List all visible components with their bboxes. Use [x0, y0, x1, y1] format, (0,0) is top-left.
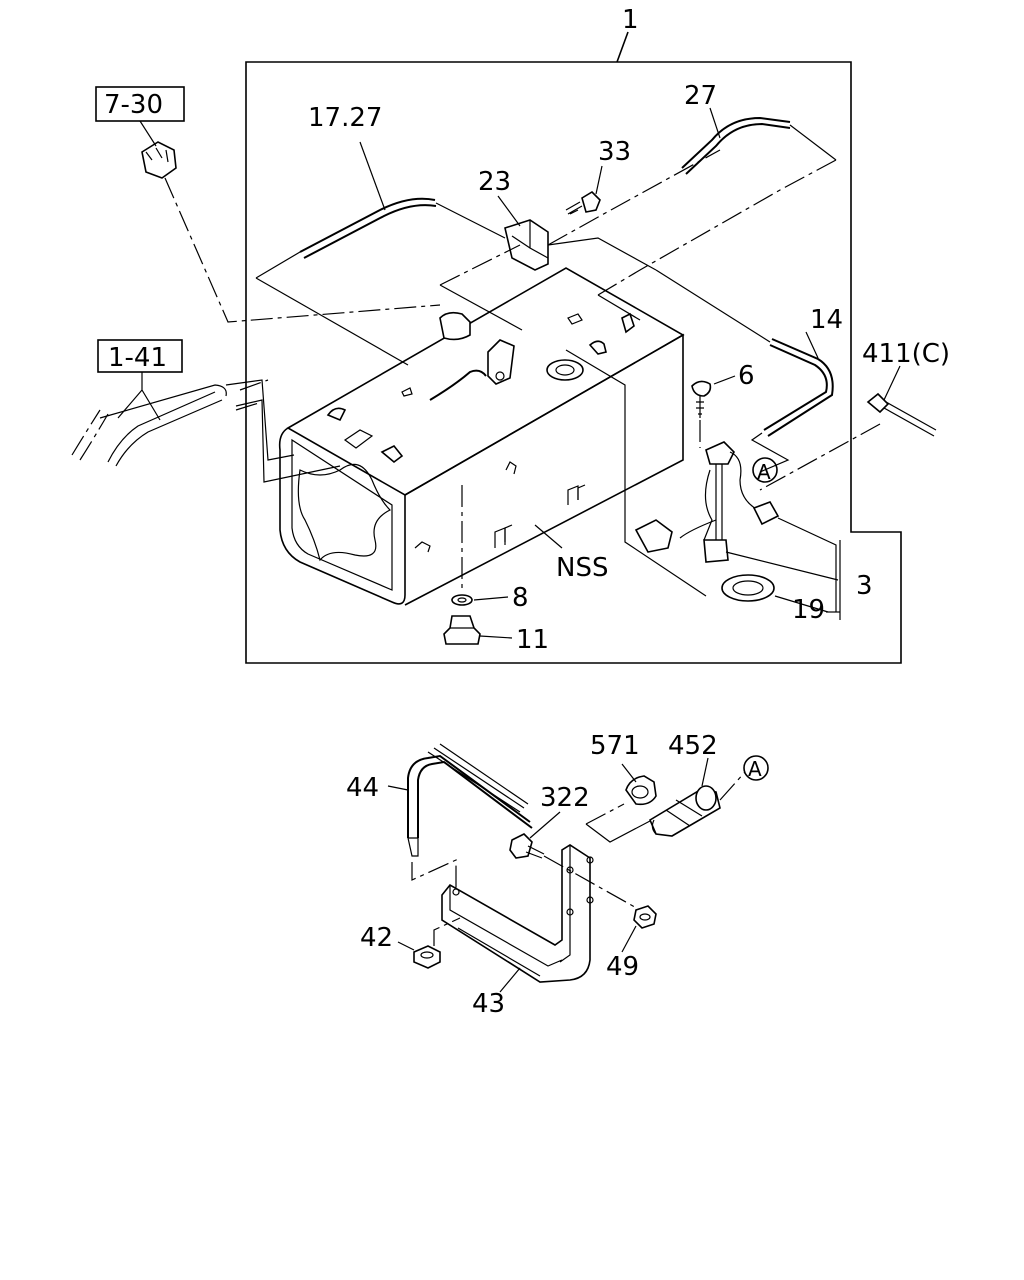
bolt-322: [509, 833, 545, 859]
callout-8: 8: [512, 583, 529, 613]
callout-11: 11: [516, 625, 549, 655]
screw-6: [691, 380, 712, 418]
washer-8: [451, 594, 473, 606]
callout-1: 1: [622, 5, 639, 35]
callout-49: 49: [606, 952, 639, 982]
callout-a-bottom: A: [748, 757, 762, 781]
filler-cap: [141, 141, 177, 179]
callout-17-27: 17.27: [308, 103, 382, 133]
sender-unit-3: [634, 441, 780, 563]
callout-571: 571: [590, 731, 640, 761]
assembly-frame: [245, 61, 902, 664]
hose-14: [763, 344, 828, 431]
fuel-tank: [278, 267, 685, 606]
screw-33: [565, 190, 601, 215]
plug-11: [443, 615, 481, 645]
callout-nss: NSS: [556, 553, 608, 583]
pipe-1-41: [107, 391, 216, 463]
callout-14: 14: [810, 305, 843, 335]
connector-452: [648, 785, 721, 837]
tank-top-fittings: [326, 311, 635, 464]
callout-322: 322: [540, 783, 590, 813]
bracket-43: [441, 844, 594, 983]
callout-44: 44: [346, 773, 379, 803]
callout-33: 33: [598, 137, 631, 167]
callout-27: 27: [684, 81, 717, 111]
nut-49: [633, 905, 657, 929]
nut-42: [413, 945, 441, 969]
callout-42: 42: [360, 923, 393, 953]
callout-6: 6: [738, 361, 755, 391]
callout-a-top: A: [757, 460, 771, 484]
clip-23: [504, 219, 549, 271]
callout-19: 19: [792, 595, 825, 625]
cable-tie-411c: [866, 392, 937, 437]
callout-23: 23: [478, 167, 511, 197]
grommet-571: [625, 775, 657, 806]
callout-411c: 411(C): [862, 339, 950, 369]
hose-27: [681, 116, 791, 169]
callout-1-41: 1-41: [108, 343, 167, 373]
gasket-19: [721, 574, 775, 602]
callout-452: 452: [668, 731, 718, 761]
callout-box-1-41: [97, 339, 183, 373]
reference-circle-a-top: [752, 457, 778, 483]
hose-17-27: [299, 197, 436, 253]
callout-43: 43: [472, 989, 505, 1019]
reference-circle-a-bottom: [743, 755, 769, 781]
callout-3: 3: [856, 571, 873, 601]
strap-44: [407, 743, 533, 857]
callout-7-30: 7-30: [104, 90, 163, 120]
